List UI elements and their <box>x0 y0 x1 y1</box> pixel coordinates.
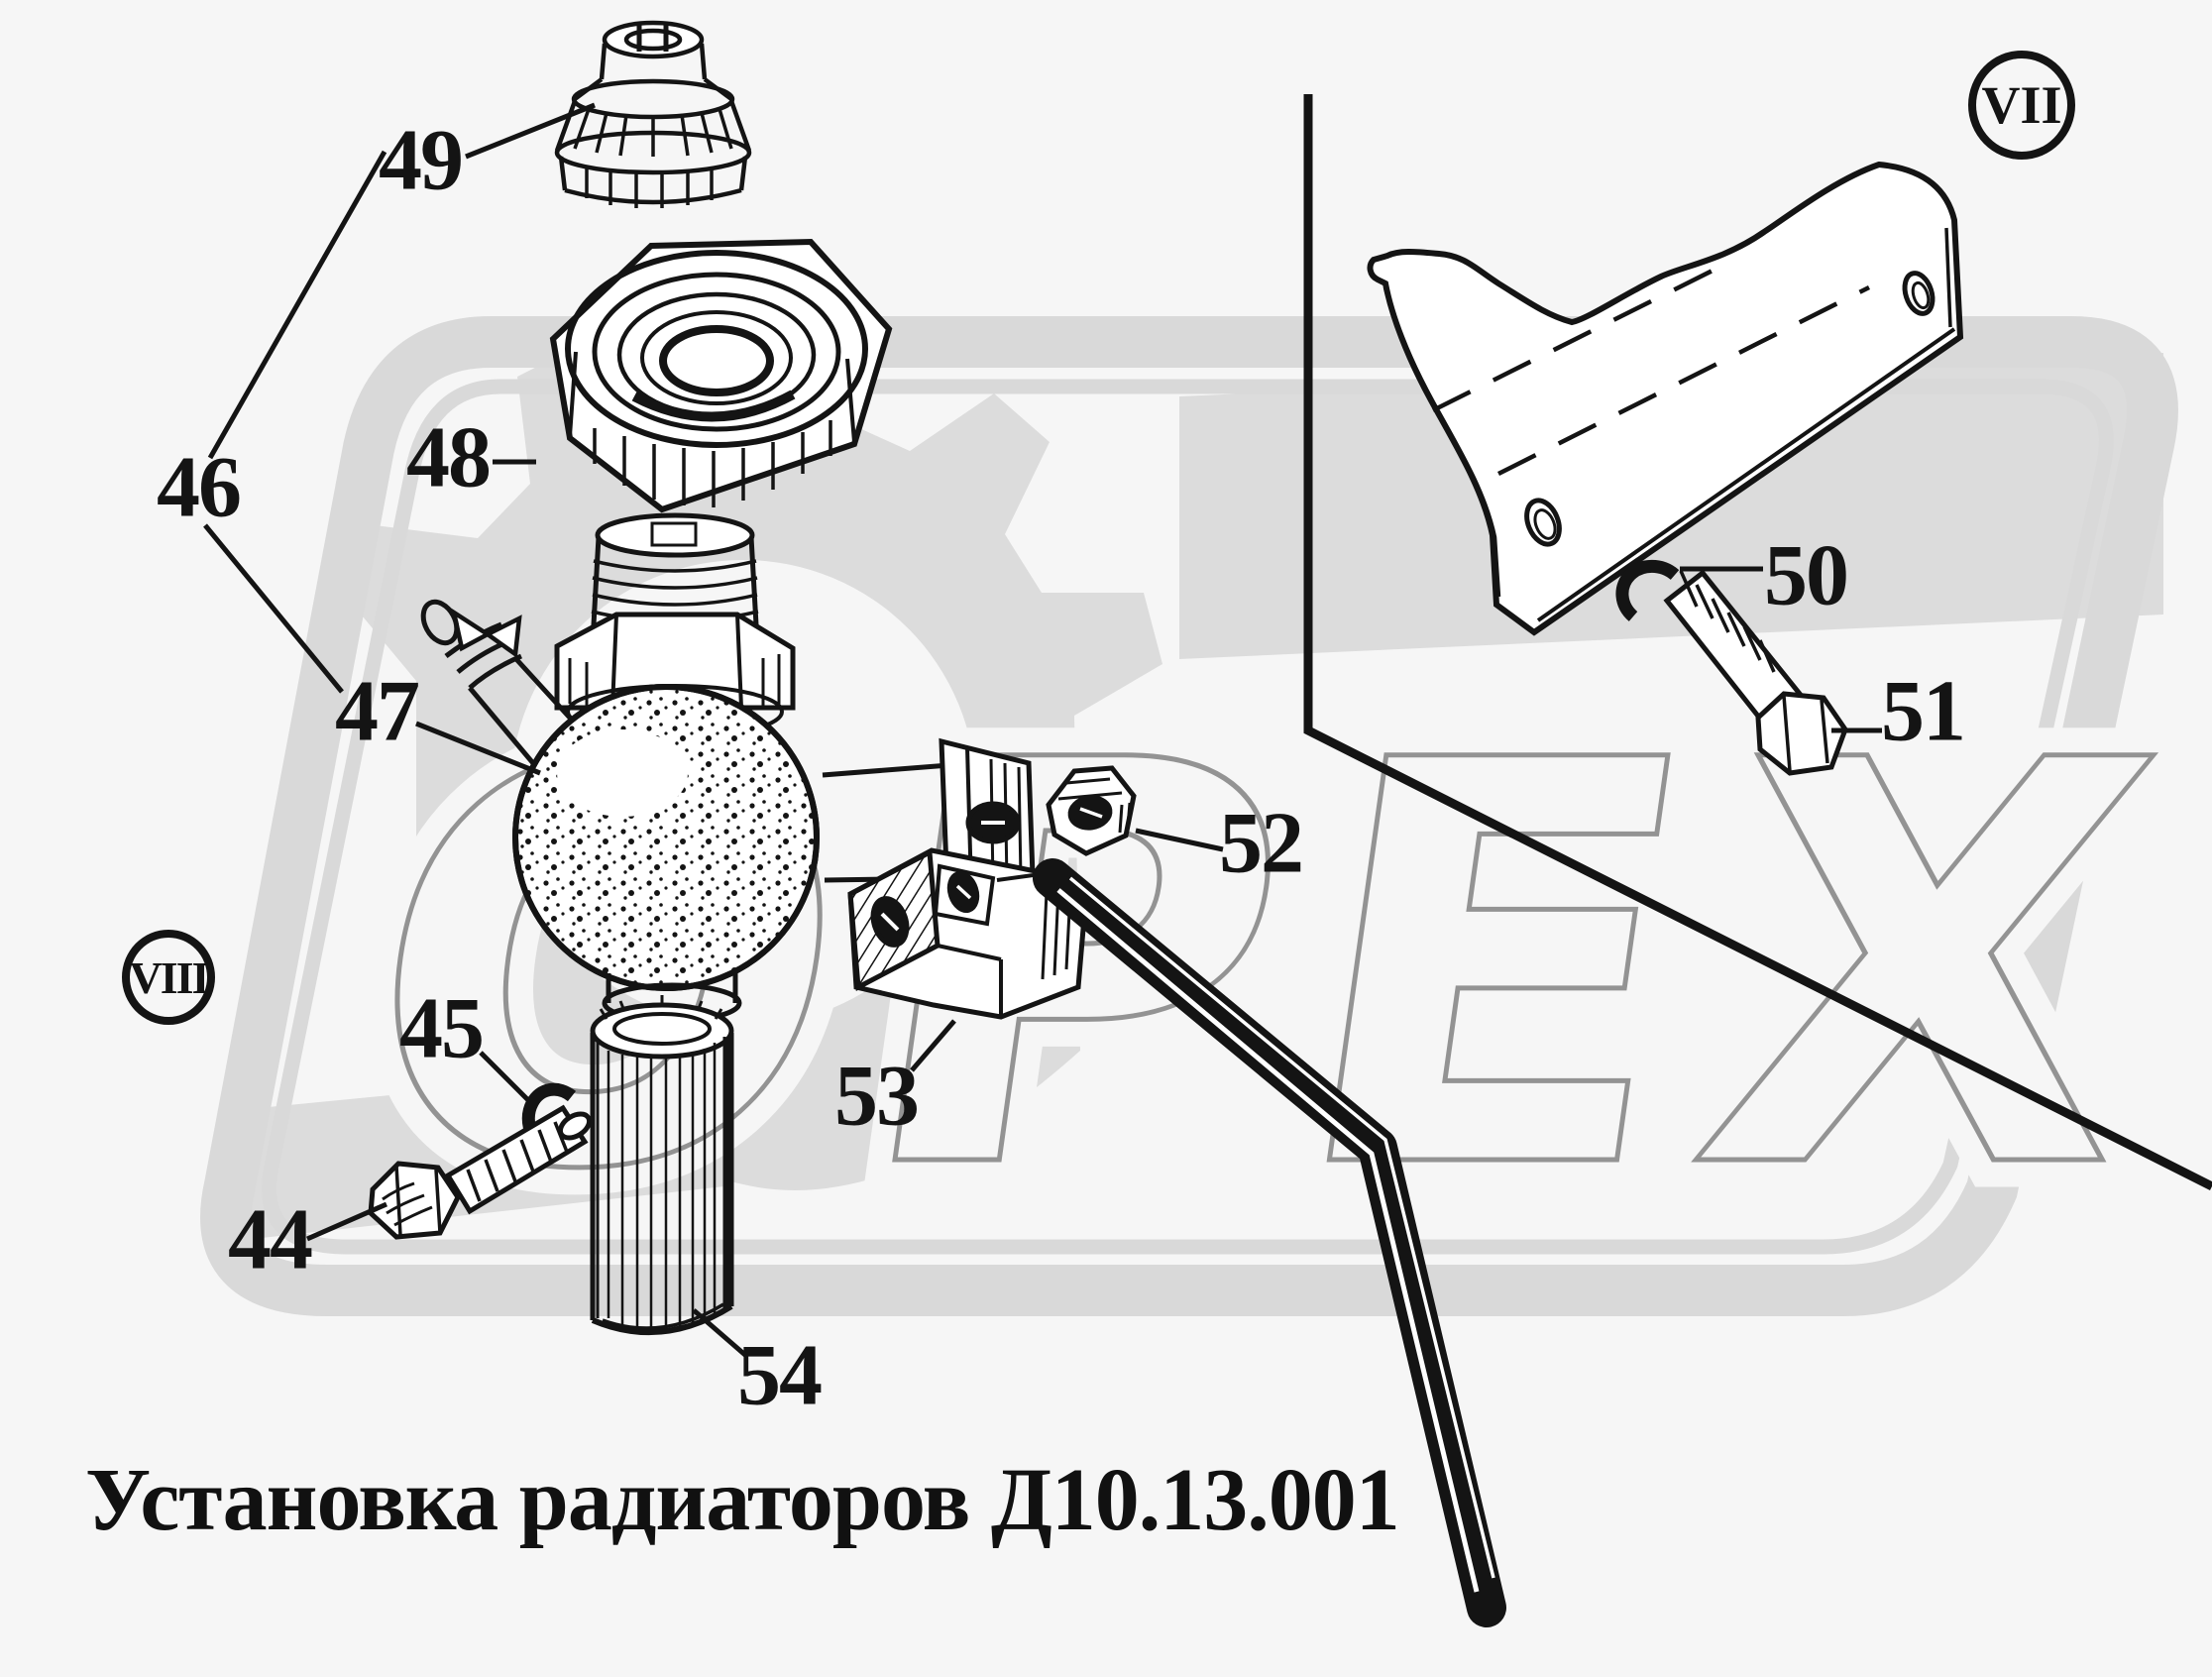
section-marker-viii: VIII <box>122 930 215 1025</box>
section-marker-vii: VII <box>1968 51 2075 160</box>
part-51-bolt-drawing <box>1663 569 1848 776</box>
part-53-clamp-drawing <box>847 847 1089 1020</box>
part-47-drain-cock-drawing <box>420 512 1036 1024</box>
handle-rod-drawing <box>1033 858 1506 1627</box>
part-label-48: 48 <box>406 409 492 506</box>
leader-lines <box>203 102 1882 1358</box>
part-54-pipe-drawing <box>590 995 734 1336</box>
part-label-52: 52 <box>1219 795 1304 892</box>
drawing-caption: Установка радиаторов Д10.13.001 <box>85 1451 1400 1549</box>
part-50-lock-washer-drawing <box>1615 559 1680 621</box>
part-49-cap-drawing <box>554 20 752 208</box>
part-label-45: 45 <box>399 980 485 1077</box>
part-label-47: 47 <box>335 663 420 760</box>
part-label-49: 49 <box>379 112 464 209</box>
part-label-51: 51 <box>1881 663 1966 760</box>
part-52-nut-drawing <box>1046 765 1137 856</box>
section-divider-line <box>1303 94 2212 1191</box>
part-label-44: 44 <box>228 1191 313 1288</box>
part-48-union-nut-drawing <box>549 238 893 513</box>
part-label-54: 54 <box>737 1327 823 1424</box>
part-label-50: 50 <box>1764 527 1849 624</box>
part-label-46: 46 <box>157 439 242 536</box>
section-marker-vii-label: VII <box>1981 75 2062 135</box>
part-bracket-drawing <box>1367 161 1964 636</box>
part-label-53: 53 <box>834 1048 920 1145</box>
part-44-bolt-drawing <box>368 1104 593 1240</box>
section-marker-viii-label: VIII <box>129 951 210 1003</box>
